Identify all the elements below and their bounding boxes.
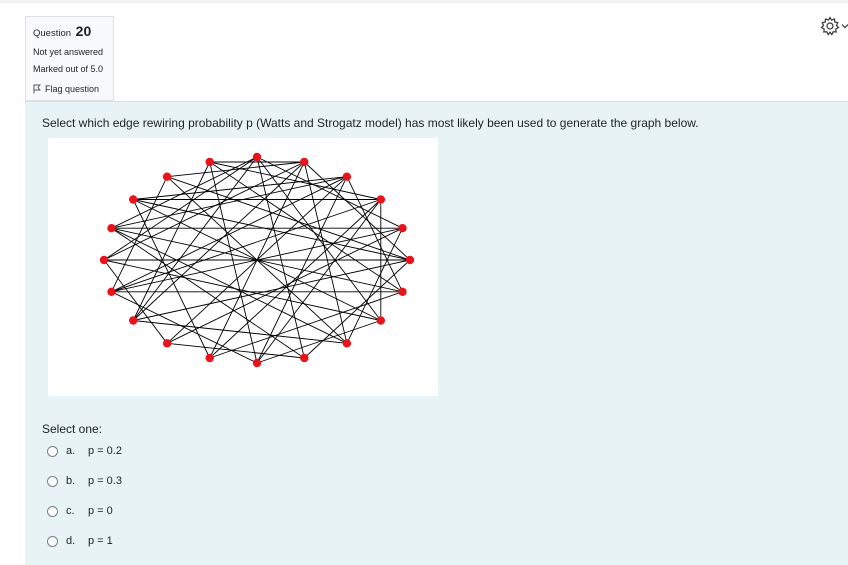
option-b-label: p = 0.3 — [88, 475, 122, 487]
graph-node — [398, 287, 407, 296]
graph-node — [162, 339, 172, 348]
graph-edge — [111, 227, 348, 344]
gear-icon — [820, 16, 840, 36]
select-one-label: Select one: — [42, 422, 103, 436]
graph-node — [107, 224, 116, 233]
graph-edge — [133, 176, 347, 200]
graph-edge — [256, 156, 382, 321]
option-b[interactable]: b. p = 0.3 — [47, 472, 122, 490]
graph-edge — [133, 199, 411, 261]
option-a-label: p = 0.2 — [88, 445, 122, 457]
graph-edge — [133, 259, 411, 321]
graph-node — [405, 255, 415, 265]
graph-edge — [167, 161, 305, 178]
option-d-radio[interactable] — [47, 535, 58, 547]
graph-nodes — [99, 152, 415, 368]
graph-edge — [103, 156, 258, 261]
option-b-radio[interactable] — [47, 475, 58, 487]
option-c-label: p = 0 — [88, 505, 113, 517]
graph-edge — [256, 199, 382, 364]
network-graph — [99, 152, 415, 368]
option-d-label: p = 1 — [88, 535, 113, 547]
option-a-radio[interactable] — [47, 445, 58, 457]
question-info-panel: Question 20 Not yet answered Marked out … — [25, 16, 114, 101]
graph-node — [342, 172, 352, 181]
top-divider — [0, 0, 848, 3]
flag-question-link[interactable]: Flag question — [33, 80, 113, 98]
graph-edges — [103, 156, 411, 364]
graph-node — [252, 152, 262, 162]
graph-node — [205, 353, 214, 363]
option-a-letter: a. — [66, 445, 76, 457]
option-a[interactable]: a. p = 0.2 — [47, 442, 122, 460]
graph-edge — [111, 227, 305, 359]
graph-node — [398, 224, 407, 233]
graph-edge — [209, 291, 403, 359]
graph-edge — [111, 291, 258, 364]
question-number: 20 — [75, 23, 92, 39]
graph-edge — [256, 156, 305, 359]
graph-node — [252, 358, 262, 368]
graph-node — [129, 316, 138, 325]
graph-edge — [111, 199, 381, 293]
graph-edge — [166, 176, 411, 261]
question-content: Select which edge rewiring probability p… — [25, 101, 848, 565]
flag-question-label: Flag question — [45, 84, 100, 94]
graph-node — [129, 195, 138, 204]
graph-edge — [132, 156, 258, 321]
graph-edge — [132, 161, 305, 321]
graph-edge — [103, 259, 381, 321]
option-c-radio[interactable] — [47, 505, 58, 517]
question-marks: Marked out of 5.0 — [33, 64, 104, 74]
graph-edge — [133, 320, 347, 344]
graph-node — [205, 157, 214, 167]
answer-status: Not yet answered — [33, 47, 104, 57]
graph-node — [107, 287, 116, 296]
chevron-down-icon — [842, 24, 848, 29]
graph-node — [162, 172, 172, 181]
option-d-letter: d. — [66, 535, 76, 547]
graph-node — [342, 339, 352, 348]
option-d[interactable]: d. p = 1 — [47, 532, 113, 550]
graph-edge — [167, 342, 305, 359]
option-c-letter: c. — [66, 505, 75, 517]
settings-menu-button[interactable] — [820, 15, 848, 37]
graph-edge — [103, 259, 168, 344]
graph-edge — [111, 176, 347, 229]
question-text: Select which edge rewiring probability p… — [42, 116, 699, 130]
graph-node — [300, 353, 309, 363]
question-prefix: Question — [33, 28, 72, 39]
graph-figure — [48, 138, 438, 396]
flag-icon — [33, 84, 41, 94]
question-heading: Question 20 — [33, 23, 113, 42]
graph-edge — [209, 161, 381, 200]
graph-edge — [303, 161, 411, 261]
option-c[interactable]: c. p = 0 — [47, 502, 113, 520]
graph-node — [376, 195, 385, 204]
graph-node — [300, 157, 309, 167]
graph-edge — [111, 227, 403, 293]
graph-edge — [111, 176, 348, 293]
option-b-letter: b. — [66, 475, 76, 487]
graph-node — [99, 255, 109, 265]
graph-node — [376, 316, 385, 325]
graph-edge — [209, 161, 403, 293]
graph-edge — [256, 320, 381, 364]
graph-edge — [209, 161, 258, 364]
